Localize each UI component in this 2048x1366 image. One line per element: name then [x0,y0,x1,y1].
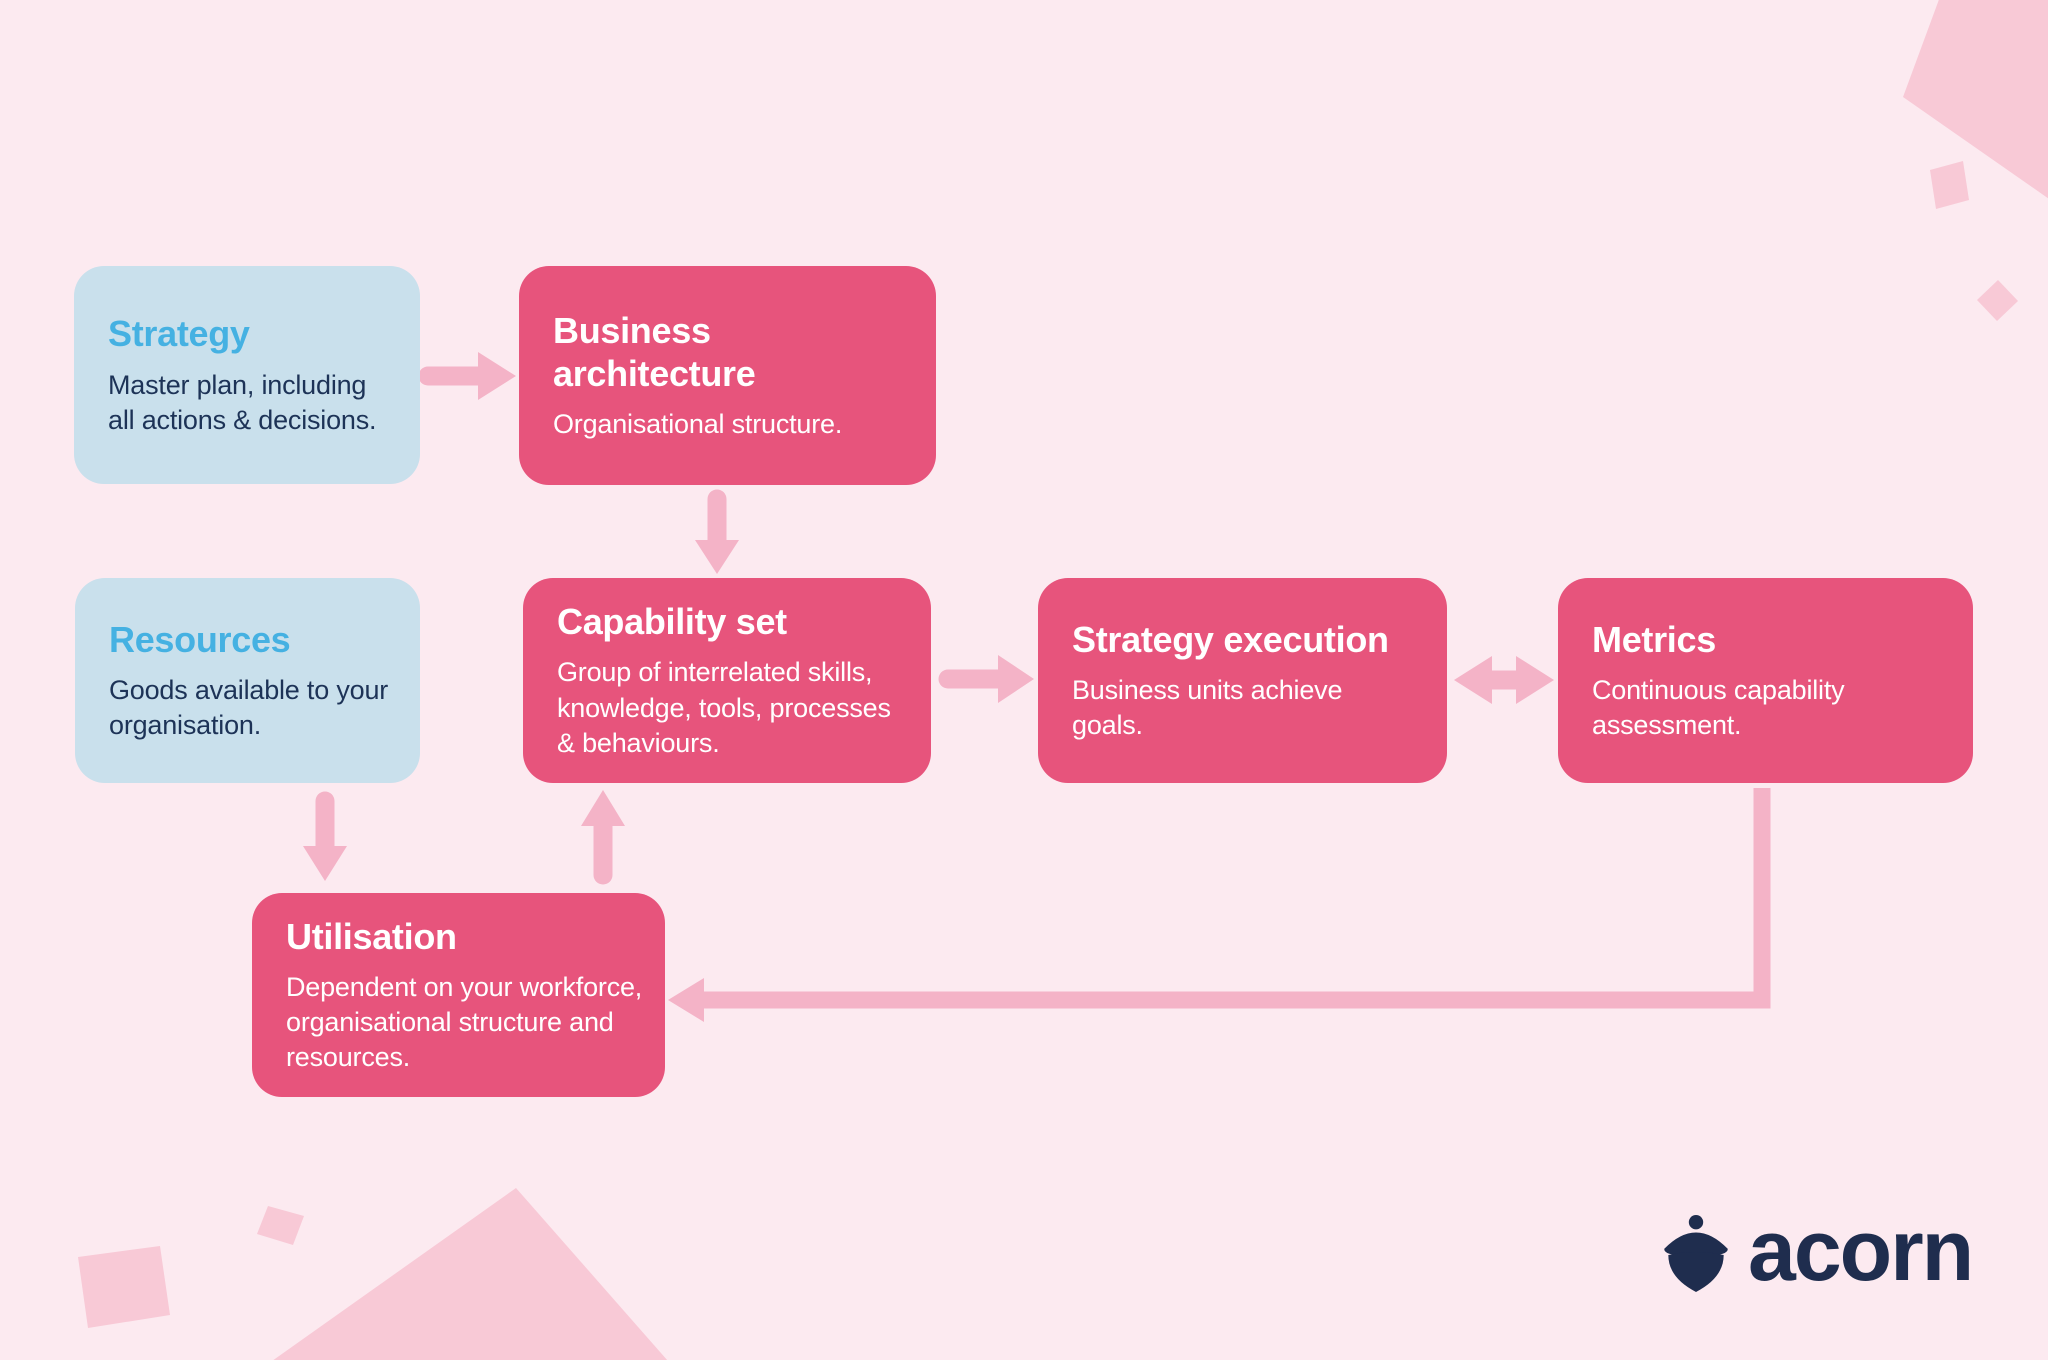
decor-bottom-left-small-diamond [257,1206,304,1245]
strategy-box: Strategy Master plan, including all acti… [74,266,420,484]
utilisation-description: Dependent on your workforce, organisatio… [286,971,643,1073]
arrow-strategy-to-business-architecture [418,352,516,400]
decor-top-right-small-square [1930,161,1969,209]
bottom-white-strip [0,1360,2048,1366]
acorn-icon [1664,1215,1728,1292]
strategy-execution-title: Strategy execution [1072,618,1389,660]
acorn-logo: acorn [1660,1203,1974,1300]
strategy-execution-box: Strategy execution Business units achiev… [1038,578,1447,783]
arrow-capability-set-to-strategy-execution [938,655,1034,703]
business-architecture-box: Business architecture Organisational str… [519,266,936,485]
arrow-strategy-execution-metrics-bidirectional [1454,656,1554,704]
arrow-business-architecture-to-capability-set [695,489,739,574]
strategy-title: Strategy [108,313,250,355]
acorn-wordmark: acorn [1748,1203,1974,1299]
decor-top-right-big-diamond [1903,0,2048,199]
arrow-resources-to-utilisation [303,791,347,881]
metrics-description: Continuous capability assessment. [1592,675,1845,741]
capability-set-description: Group of interrelated skills, knowledge,… [557,657,891,758]
metrics-title: Metrics [1592,618,1716,660]
business-architecture-title: Business architecture [553,309,756,394]
resources-box: Resources Goods available to your organi… [75,578,420,783]
utilisation-box: Utilisation Dependent on your workforce,… [252,893,665,1097]
strategy-execution-description: Business units achieve goals. [1072,675,1343,741]
decor-bottom-left-square [78,1246,170,1328]
capability-set-title: Capability set [557,601,787,643]
capability-set-box: Capability set Group of interrelated ski… [523,578,931,783]
arrow-utilisation-to-capability-set [581,790,625,885]
resources-description: Goods available to your organisation. [109,675,389,741]
decor-top-right-small-diamond [1977,280,2018,321]
decor-bottom-triangle [272,1188,668,1361]
metrics-box: Metrics Continuous capability assessment… [1558,578,1973,783]
arrow-metrics-to-utilisation-elbow [668,788,1771,1022]
resources-title: Resources [109,618,291,660]
utilisation-title: Utilisation [286,915,457,957]
business-architecture-description: Organisational structure. [553,409,843,440]
strategy-description: Master plan, including all actions & dec… [108,369,377,435]
